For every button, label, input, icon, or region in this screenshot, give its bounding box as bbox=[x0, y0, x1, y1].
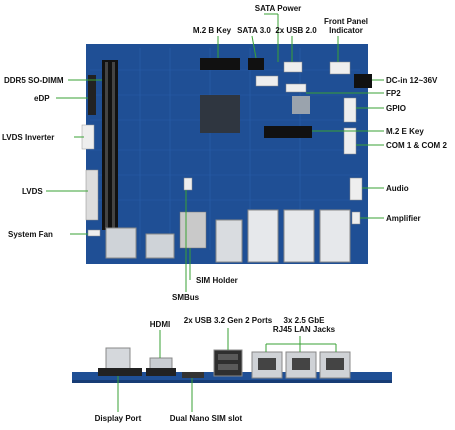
usb2-header bbox=[283, 61, 303, 73]
fp2-header bbox=[285, 83, 307, 93]
label-lan: 3x 2.5 GbE RJ45 LAN Jacks bbox=[272, 316, 336, 334]
edp-connector bbox=[88, 75, 96, 115]
label-gpio: GPIO bbox=[386, 104, 407, 113]
m2-b-key-slot bbox=[200, 58, 240, 70]
label-dc-in: DC-in 12~36V bbox=[386, 76, 438, 85]
rear-io-top bbox=[105, 209, 351, 263]
label-hdmi: HDMI bbox=[149, 320, 171, 329]
system-fan-header bbox=[87, 229, 101, 237]
label-front-panel: Front Panel Indicator bbox=[323, 17, 368, 35]
label-sata3: SATA 3.0 bbox=[237, 26, 271, 35]
gpio-header bbox=[343, 97, 357, 123]
label-lvds: LVDS bbox=[22, 187, 43, 196]
label-lvds-inverter: LVDS Inverter bbox=[2, 133, 55, 142]
sata3-connector bbox=[248, 58, 264, 70]
label-audio: Audio bbox=[386, 184, 409, 193]
front-panel-header bbox=[329, 61, 351, 75]
label-com: COM 1 & COM 2 bbox=[386, 141, 447, 150]
label-m2-e-key: M.2 E Key bbox=[386, 127, 424, 136]
label-fp2: FP2 bbox=[386, 89, 401, 98]
soc-chip bbox=[200, 95, 240, 133]
label-sata-power: SATA Power bbox=[254, 4, 302, 13]
leader-lines-bottom bbox=[117, 328, 337, 412]
amplifier-header bbox=[351, 211, 361, 225]
smbus-header bbox=[183, 177, 193, 191]
com-header bbox=[343, 127, 357, 155]
label-ddr5: DDR5 SO-DIMM bbox=[4, 76, 64, 85]
label-edp: eDP bbox=[34, 94, 50, 103]
ddr5-slot bbox=[102, 60, 118, 230]
sim-holder bbox=[179, 211, 207, 249]
lvds-connector bbox=[85, 169, 99, 221]
sata-power-connector bbox=[255, 75, 279, 87]
label-system-fan: System Fan bbox=[8, 230, 53, 239]
motherboard-top-view bbox=[81, 44, 372, 264]
dc-in-connector bbox=[354, 74, 372, 88]
leader-lines-top bbox=[46, 13, 384, 292]
label-sim-holder: SIM Holder bbox=[196, 276, 238, 285]
label-usb32: 2x USB 3.2 Gen 2 Ports bbox=[183, 316, 273, 325]
label-smbus: SMBus bbox=[172, 293, 200, 302]
label-amplifier: Amplifier bbox=[386, 214, 421, 223]
board-front-view bbox=[72, 347, 392, 383]
audio-header bbox=[349, 177, 363, 201]
label-display-port: Display Port bbox=[94, 414, 142, 423]
label-dual-sim: Dual Nano SIM slot bbox=[169, 414, 243, 423]
label-m2-b-key: M.2 B Key bbox=[192, 26, 232, 35]
label-usb2: 2x USB 2.0 bbox=[275, 26, 317, 35]
m2-e-key-slot bbox=[264, 126, 312, 138]
